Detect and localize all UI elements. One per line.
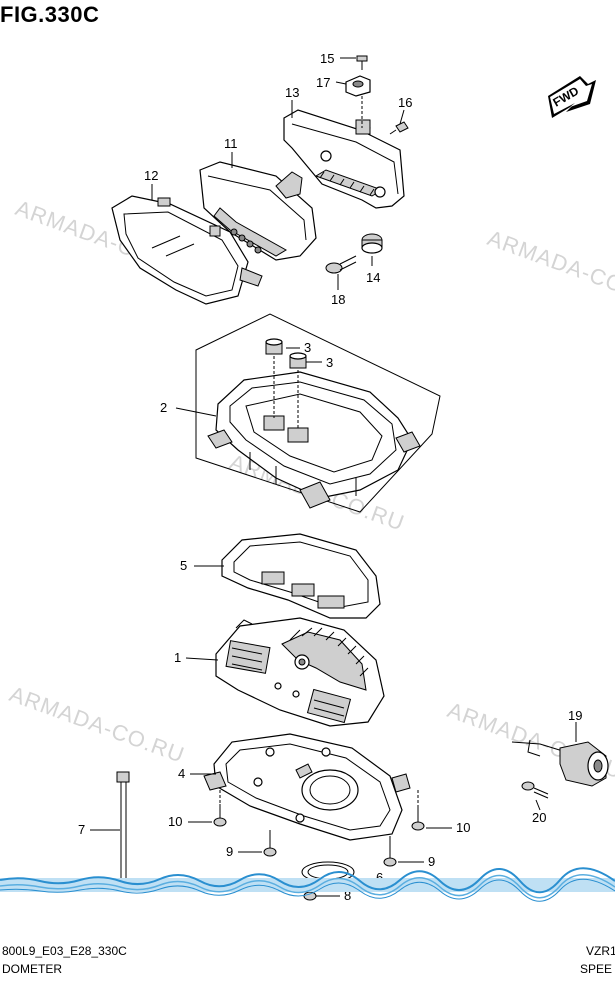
- callout-1: 1: [174, 650, 181, 665]
- grommet-14: [361, 233, 383, 254]
- callout-10b: 10: [456, 820, 470, 835]
- callout-20: 20: [532, 810, 546, 825]
- case-2: [207, 371, 421, 509]
- footer-right-top: VZR1: [586, 944, 615, 958]
- callout-8: 8: [344, 888, 351, 903]
- speed-sensor-19: [511, 739, 609, 787]
- bracket-13: [283, 109, 405, 209]
- bolt-18: [325, 255, 357, 274]
- group-outline-2: [195, 313, 441, 513]
- callout-labels: 15 17 13 16 11 12 14 18 3 3 2 5 1 4 7 10…: [78, 51, 582, 903]
- callout-11: 11: [224, 136, 238, 151]
- cap-3-lower: [289, 352, 307, 369]
- callout-12: 12: [144, 168, 158, 183]
- gasket-5: [221, 533, 381, 619]
- cap-3-upper: [265, 338, 283, 355]
- callout-7: 7: [78, 822, 85, 837]
- callout-10a: 10: [168, 814, 182, 829]
- clamp-17: [345, 75, 371, 97]
- scan-band: [0, 867, 615, 902]
- bolt-20: [521, 781, 549, 799]
- callout-5: 5: [180, 558, 187, 573]
- footer-name: DOMETER: [2, 962, 62, 976]
- callout-16: 16: [398, 95, 412, 110]
- callout-6: 6: [376, 870, 383, 885]
- callout-9b: 9: [428, 854, 435, 869]
- bolt-16: [389, 121, 409, 135]
- callout-9a: 9: [226, 844, 233, 859]
- screw-9-left: [263, 830, 277, 857]
- harness-7: [116, 771, 130, 880]
- watermark-2: ARMADA-CO.RU: [484, 225, 615, 312]
- cover-11: [199, 161, 317, 261]
- screw-10-right: [411, 808, 425, 831]
- screw-15: [356, 55, 368, 70]
- callout-18: 18: [331, 292, 345, 307]
- callout-15: 15: [320, 51, 334, 66]
- screw-8: [303, 891, 317, 901]
- callout-13: 13: [285, 85, 299, 100]
- figure-title: FIG.330C: [0, 2, 100, 27]
- screw-9-right: [383, 836, 397, 867]
- callout-14: 14: [366, 270, 380, 285]
- callout-3a: 3: [304, 340, 311, 355]
- meter-assembly-1: [215, 617, 385, 727]
- lower-case-4: [203, 733, 411, 841]
- callout-2: 2: [160, 400, 167, 415]
- screw-10-left: [213, 804, 227, 827]
- callout-17: 17: [316, 75, 330, 90]
- callout-4: 4: [178, 766, 185, 781]
- lens-12: [111, 195, 263, 305]
- fwd-arrow-icon: FWD: [548, 76, 596, 118]
- watermark-4: ARMADA-CO.RU: [6, 681, 188, 768]
- leader-lines: [90, 57, 577, 897]
- footer-code: 800L9_E03_E28_330C: [2, 944, 127, 958]
- footer-right-bottom: SPEE: [580, 962, 613, 976]
- callout-3b: 3: [326, 355, 333, 370]
- callout-19: 19: [568, 708, 582, 723]
